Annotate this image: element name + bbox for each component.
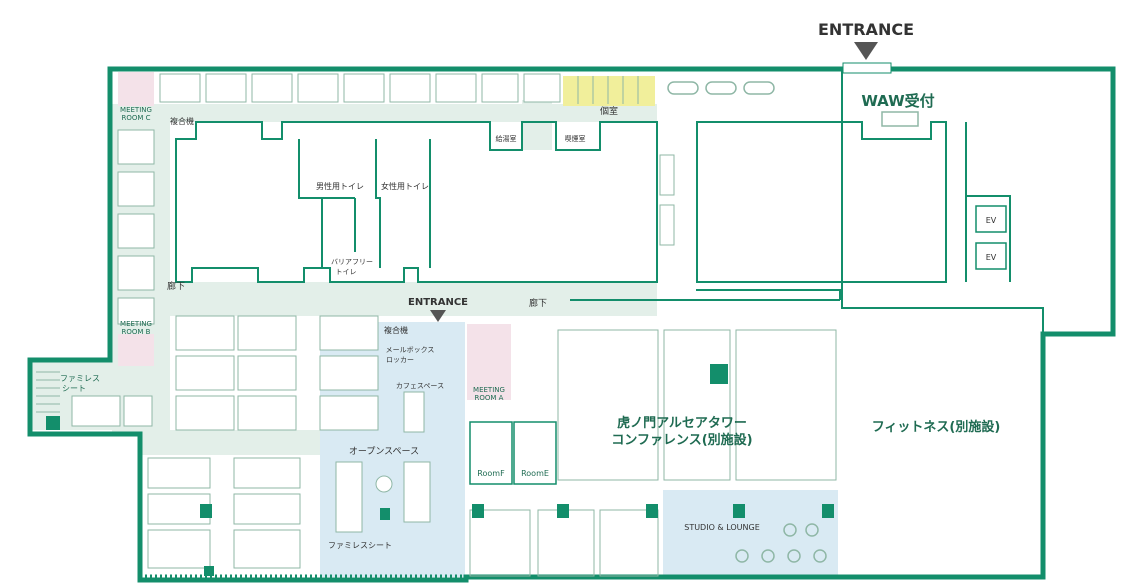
meeting-room-a-area xyxy=(467,324,511,400)
family-seat-bottom-label: ファミレスシート xyxy=(328,541,392,550)
bottom-meeting-rooms xyxy=(469,509,659,577)
corridor-left-label: 廊下 xyxy=(167,280,185,292)
reception-label: WAW受付 xyxy=(861,92,934,110)
reception-counter xyxy=(881,111,919,127)
top-entrance-door[interactable] xyxy=(842,62,892,74)
barrier-free-label-2: トイレ xyxy=(336,268,357,276)
meeting-room-a-label-1: MEETING xyxy=(473,386,505,394)
conference-desk-rows xyxy=(557,329,837,481)
meeting-room-a-label-2: ROOM A xyxy=(475,394,504,402)
corridor-mid-label: 廊下 xyxy=(529,297,547,309)
conference-label-1: 虎ノ門アルセアタワー xyxy=(617,415,747,431)
meeting-room-c-area xyxy=(118,72,154,106)
desk-cluster-left-column xyxy=(117,129,155,325)
pillar-left xyxy=(46,416,60,430)
meeting-room-b-area xyxy=(118,334,154,366)
room-e-label: RoomE xyxy=(521,469,549,478)
lounge-chairs-top xyxy=(667,81,775,95)
studio-seating xyxy=(735,523,827,563)
family-seat-left-label-2: シート xyxy=(62,384,86,393)
studio-lounge-area xyxy=(663,490,838,576)
core-walls xyxy=(175,69,1044,334)
desk-grid-lower-left xyxy=(71,315,379,431)
open-space-furniture xyxy=(335,391,431,533)
mens-toilet-label: 男性用トイレ xyxy=(316,181,364,191)
ev2-label: EV xyxy=(986,253,997,262)
top-entrance-label: ENTRANCE xyxy=(818,20,914,39)
mid-entrance-arrow xyxy=(430,310,446,322)
fitness-label: フィットネス(別施設) xyxy=(872,419,1001,435)
mail-box-label-2: ロッカー xyxy=(386,356,414,364)
meeting-room-c-label-2: ROOM C xyxy=(121,114,150,122)
corridor-areas xyxy=(30,100,657,455)
elevators xyxy=(975,205,1007,270)
stairs-left xyxy=(36,371,60,413)
sofas-right-of-core xyxy=(659,154,675,246)
meeting-room-c-label-1: MEETING xyxy=(120,106,152,114)
meeting-room-b-label-2: ROOM B xyxy=(122,328,151,336)
mail-box-label-1: メールボックス xyxy=(386,346,435,354)
private-room-booths xyxy=(577,76,639,104)
open-space-label: オープンスペース xyxy=(349,446,419,457)
copier-top-label: 複合機 xyxy=(170,116,194,126)
pillars xyxy=(200,364,834,576)
smoking-label: 喫煙室 xyxy=(565,134,586,143)
mid-entrance-label: ENTRANCE xyxy=(408,297,468,308)
top-entrance-arrow xyxy=(854,42,878,60)
studio-label: STUDIO & LOUNGE xyxy=(684,523,760,532)
outer-wall xyxy=(27,66,1116,583)
meeting-room-b-label-1: MEETING xyxy=(120,320,152,328)
cafe-space-label: カフェスペース xyxy=(396,382,444,390)
small-meeting-rooms xyxy=(469,421,557,485)
private-room-area xyxy=(563,76,655,106)
womens-toilet-label: 女性用トイレ xyxy=(381,181,429,191)
conference-label-2: コンファレンス(別施設) xyxy=(611,432,752,448)
kitchen-label: 給湯室 xyxy=(496,134,517,143)
ev1-label: EV xyxy=(986,216,997,225)
barrier-free-label-1: バリアフリー xyxy=(331,258,373,266)
family-seat-left-label-1: ファミレス xyxy=(60,374,100,383)
desk-grid-bottom-left xyxy=(147,457,301,569)
desk-booths-top-row xyxy=(159,73,561,103)
private-room-label: 個室 xyxy=(600,105,618,117)
room-f-label: RoomF xyxy=(477,469,505,478)
copier-mid-label: 複合機 xyxy=(384,325,408,335)
